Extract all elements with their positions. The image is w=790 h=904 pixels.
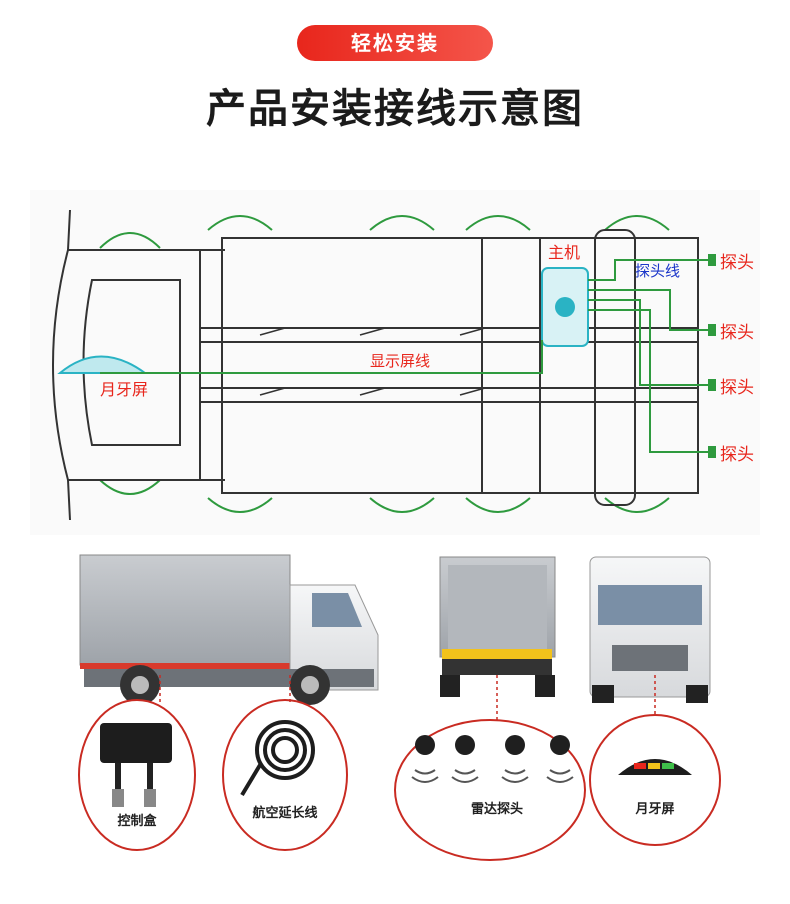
extension-cable-image <box>240 720 315 797</box>
probe-label: 探头 <box>720 323 754 343</box>
cargo-box <box>221 237 699 494</box>
wheel <box>369 497 435 513</box>
probe-wire-label: 探头线 <box>635 262 680 280</box>
probe-wire <box>588 259 710 281</box>
header-badge: 轻松安装 <box>297 25 493 61</box>
product-photos: 控制盒 航空延长线 雷达探头 月牙屏 <box>0 545 790 900</box>
probe-label: 探头 <box>720 445 754 465</box>
wheel <box>207 215 273 231</box>
rear-frame <box>594 229 636 506</box>
moon-screen-label: 月牙屏 <box>100 380 148 399</box>
probe <box>708 254 716 266</box>
cab-window <box>82 279 181 446</box>
wiring-diagram: 主机 探头线 显示屏线 月牙屏 探头 探头 探头 探头 <box>30 190 760 535</box>
wheel <box>604 215 670 231</box>
radar-probes-image <box>415 735 570 755</box>
probe <box>708 446 716 458</box>
control-box-image <box>100 723 172 807</box>
probe-label: 探头 <box>720 253 754 273</box>
probe-wire <box>588 299 710 386</box>
probe-wire <box>588 289 710 331</box>
probe <box>708 379 716 391</box>
side-truck <box>79 554 379 705</box>
cab-outline <box>52 249 201 481</box>
truck-top-view: 主机 探头线 显示屏线 月牙屏 探头 探头 探头 探头 <box>52 209 754 521</box>
probe-wire <box>588 309 710 453</box>
wheel <box>465 215 531 231</box>
wheel <box>99 232 161 249</box>
display-wire <box>100 340 543 374</box>
host-label: 主机 <box>548 243 580 262</box>
callout-oval <box>589 714 721 846</box>
trucks-and-components: 控制盒 航空延长线 雷达探头 月牙屏 <box>78 554 721 861</box>
callout-oval <box>222 699 348 851</box>
moon-screen-callout-label: 月牙屏 <box>634 802 674 817</box>
control-box-label: 控制盒 <box>117 813 157 829</box>
extension-cable-label: 航空延长线 <box>252 805 317 821</box>
front-truck <box>589 556 711 703</box>
page-title: 产品安装接线示意图 <box>206 86 584 132</box>
probe-label: 探头 <box>720 378 754 398</box>
wheel <box>99 479 161 495</box>
wheel <box>369 215 435 231</box>
radar-probe-label: 雷达探头 <box>471 801 523 817</box>
wheel <box>604 497 670 513</box>
mirror <box>67 209 71 521</box>
probe <box>708 324 716 336</box>
moon-display-image <box>618 759 692 775</box>
moon-screen-device <box>57 355 149 374</box>
display-wire-label: 显示屏线 <box>370 352 430 370</box>
wheel <box>465 497 531 513</box>
callout-oval <box>394 719 586 861</box>
wheel <box>207 497 273 513</box>
rear-truck <box>439 556 556 697</box>
